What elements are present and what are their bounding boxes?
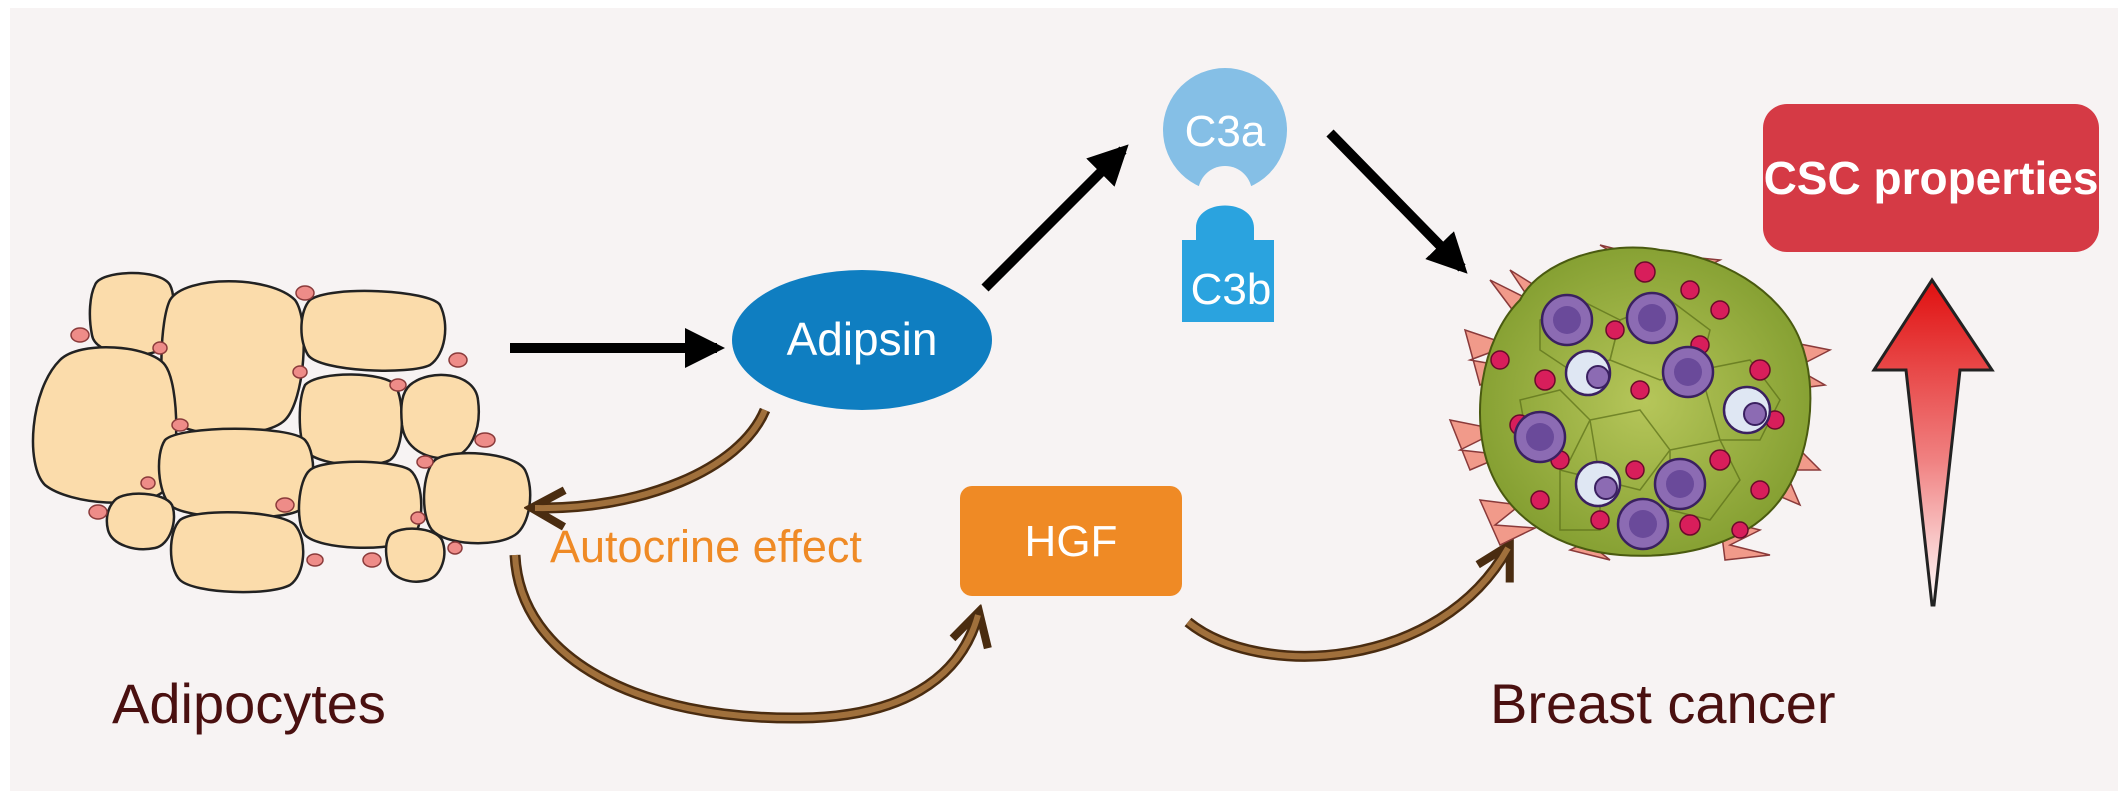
c3a-label: C3a bbox=[1184, 107, 1266, 156]
c3a-c3b-icon bbox=[1163, 68, 1287, 322]
breast-cancer-label: Breast cancer bbox=[1490, 672, 1836, 735]
csc-node bbox=[1763, 104, 2099, 252]
hgf-node bbox=[960, 486, 1182, 596]
adipocyte-cluster-icon bbox=[31, 271, 532, 594]
adipsin-node bbox=[732, 270, 992, 410]
arrow-adipsin-to-c3a bbox=[981, 144, 1129, 292]
hgf-label: HGF bbox=[1024, 517, 1118, 566]
up-arrow-icon bbox=[1871, 277, 1995, 607]
c3b-label: C3b bbox=[1190, 265, 1272, 314]
csc-properties-label: CSC properties bbox=[1763, 152, 2099, 204]
adipocyte-dots bbox=[70, 285, 496, 568]
autocrine-effect-label: Autocrine effect bbox=[550, 521, 862, 572]
arrow-c3a-to-tumor bbox=[1326, 129, 1468, 274]
adipsin-label: Adipsin bbox=[786, 313, 938, 365]
adipocytes-label: Adipocytes bbox=[112, 672, 386, 735]
tumor-cluster-icon bbox=[1448, 244, 1833, 561]
